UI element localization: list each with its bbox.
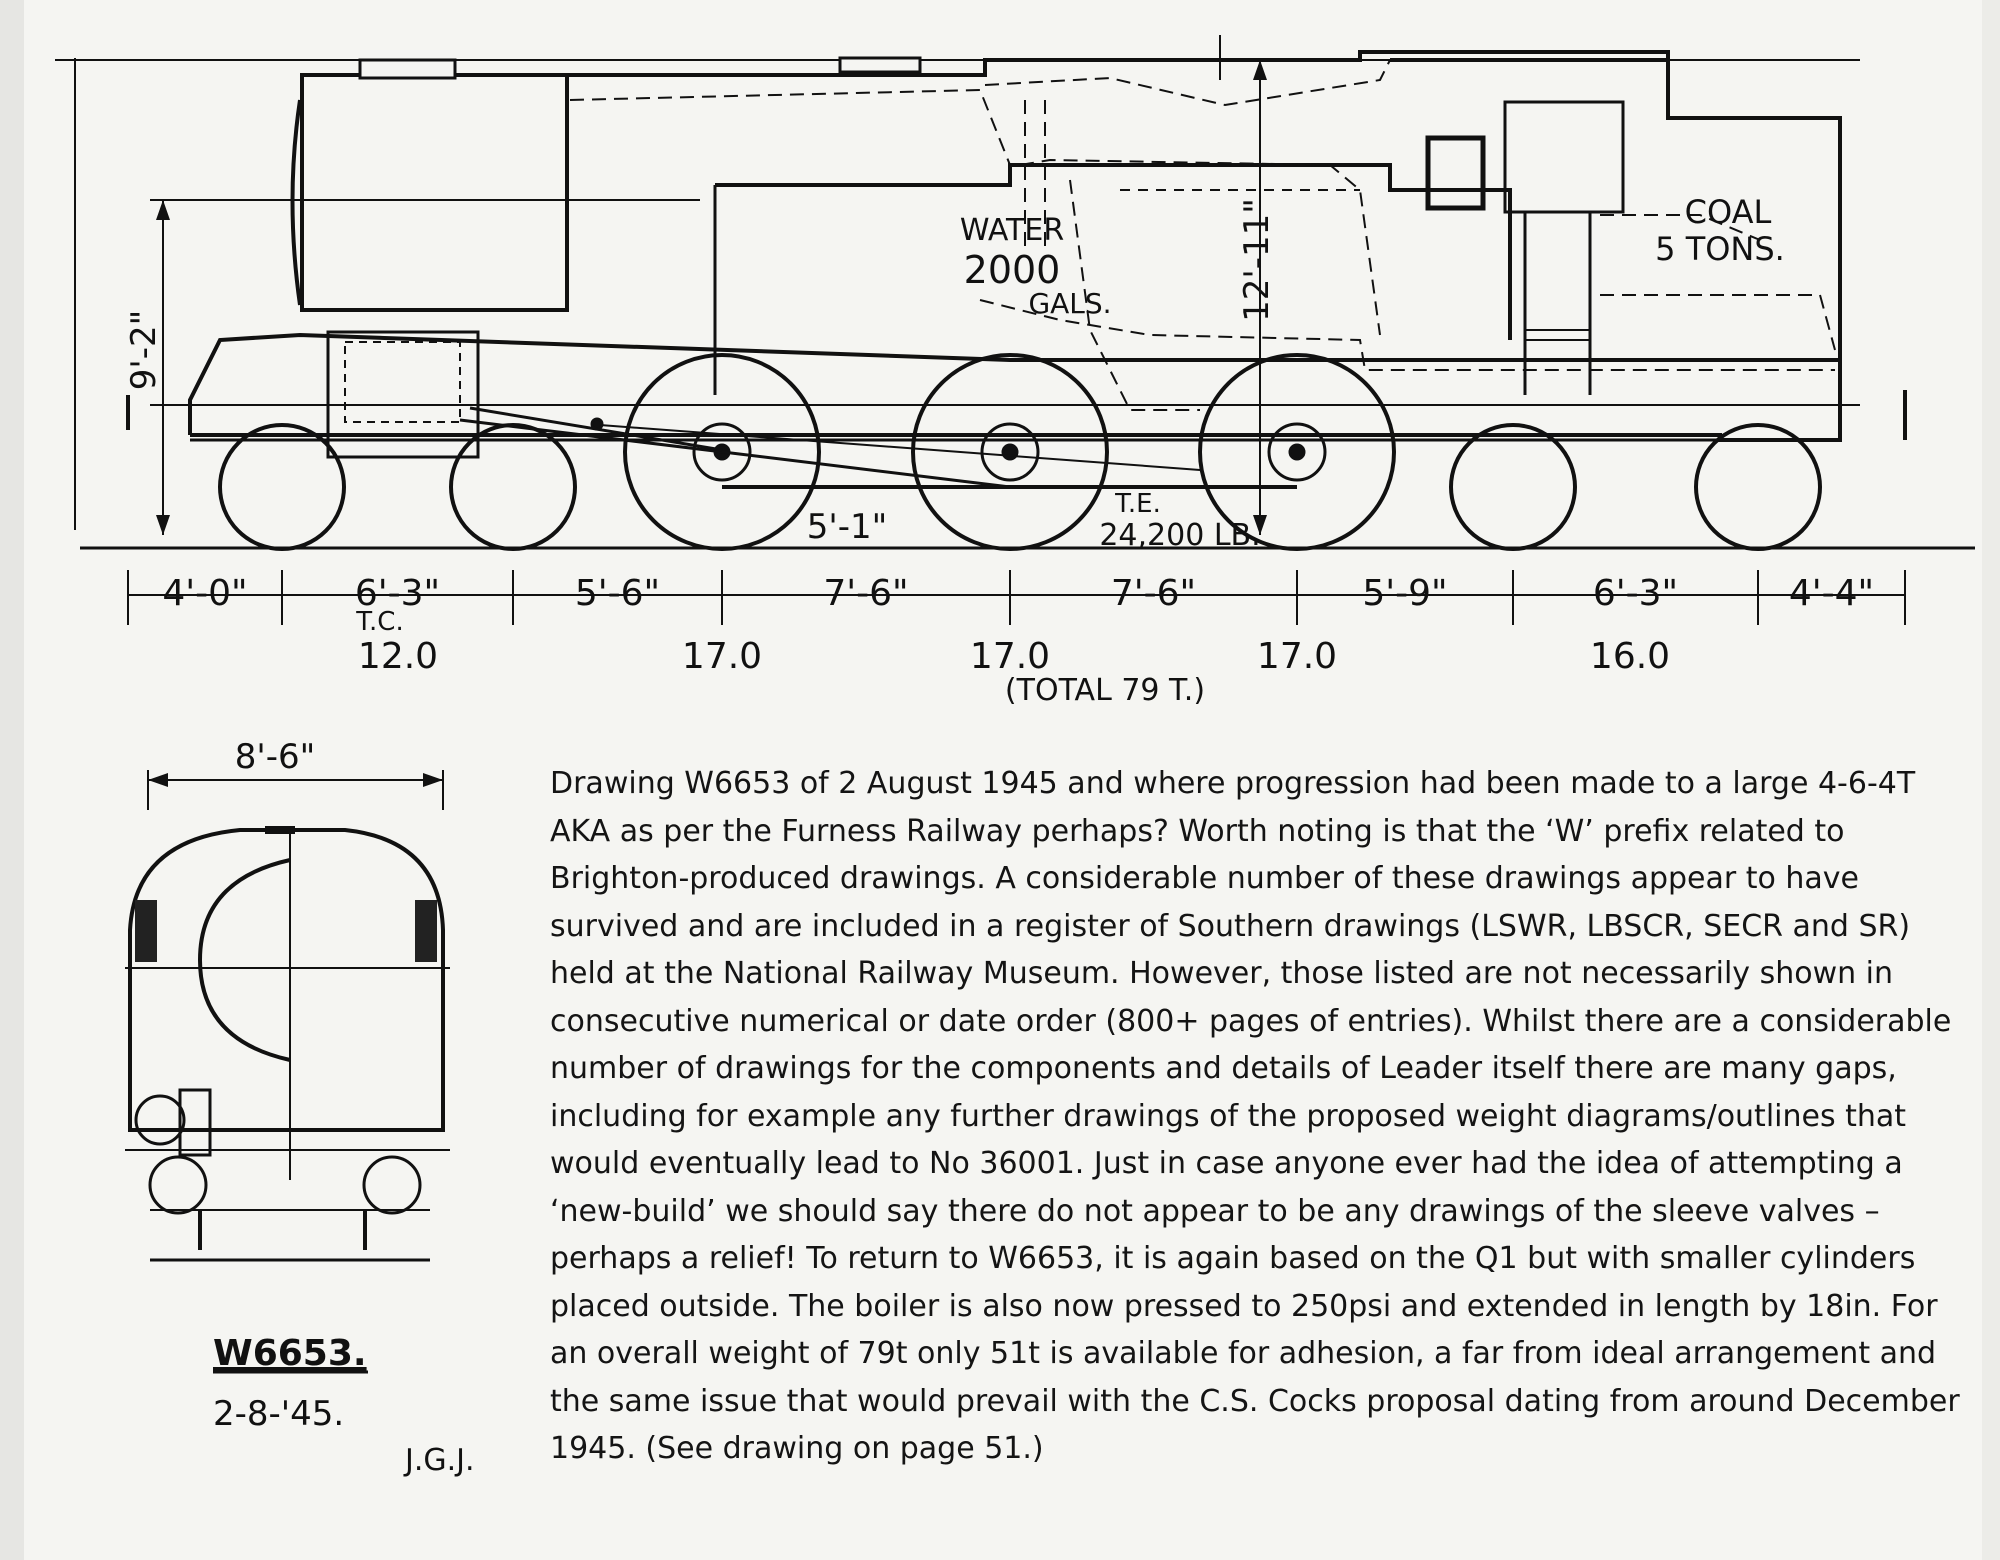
driving-wheel [911,353,1109,551]
driving-wheel [1198,353,1396,551]
connecting-rod [459,418,1011,489]
cylinder [326,330,480,459]
caption-text: Drawing W6653 of 2 August 1945 and where… [550,766,1960,1466]
side-tank [715,163,1512,340]
end-wheel [362,1155,422,1215]
page-edge [1982,0,2000,1560]
trailing-wheel [1694,423,1822,551]
tc-label: T.C. [355,607,403,637]
driving-wheel-label: 5'-1" [807,507,888,547]
end-window-left [135,900,157,962]
draughtsman-initials: J.G.J. [403,1443,475,1478]
wheelbase-spacing-label: 5'-6" [575,573,660,614]
wheelbase-spacing-label: 7'-6" [1111,573,1196,614]
end-buffer [134,1094,186,1146]
end-width-label: 8'-6" [235,737,316,777]
axle-load-label: 12.0 [358,636,438,677]
smokebox-door [290,99,302,306]
smokebox [300,73,569,312]
wheelbase-spacing-label: 5'-9" [1362,573,1447,614]
overall-height-label: 12'-11" [1237,198,1277,322]
water-label-3: GALS. [1028,287,1111,320]
te-label-1: T.E. [1114,489,1161,519]
wheelbase-spacing-label: 4'-4" [1789,573,1874,614]
wheelbase-spacing-labels: 4'-0" 6'-3" 5'-6" 7'-6" 7'-6" 5'-9" 6'-3" 4'-4" [162,573,1874,614]
driving-wheel [623,353,821,551]
total-weight: (TOTAL 79 T.) [1005,673,1205,708]
bogie-wheel [449,423,577,551]
wheelbase-spacing-label: 7'-6" [823,573,908,614]
end-window-right [415,900,437,962]
wheelbase-spacing-label: 6'-3" [1593,573,1678,614]
coal-label-1: COAL [1685,193,1772,231]
cab [1390,58,1842,395]
side-elevation [55,35,1975,551]
axle-load-label: 17.0 [970,636,1050,677]
wheelbase-spacing-label: 4'-0" [162,573,247,614]
drawing-date: 2-8-'45. [213,1394,344,1434]
boiler-height-label: 9'-2" [124,310,164,391]
water-label-2: 2000 [964,248,1061,292]
chimney [358,58,457,80]
wheelbase-dimension [127,570,1906,625]
water-label-1: WATER [960,213,1064,248]
trailing-wheel [1449,423,1577,551]
cab-end-outline [128,828,445,1132]
boiler-end [197,858,291,1062]
end-elevation [125,770,450,1262]
axle-load-label: 16.0 [1590,636,1670,677]
axle-load-labels: 12.0 17.0 17.0 17.0 16.0 [358,636,1670,677]
axle-load-label: 17.0 [1257,636,1337,677]
wheelbase-spacing-label: 6'-3" [355,573,440,614]
te-label-2: 24,200 LB. [1099,518,1260,553]
cab-window-frame [1503,100,1625,214]
wheels [218,353,1822,551]
bogie-wheel [218,423,346,551]
dome [838,56,922,74]
cab-window [1425,135,1486,211]
drawing-number: W6653. [213,1333,367,1374]
end-wheel [148,1155,208,1215]
tank-top [567,50,1670,118]
coal-label-2: 5 TONS. [1655,230,1785,268]
axle-load-label: 17.0 [682,636,762,677]
